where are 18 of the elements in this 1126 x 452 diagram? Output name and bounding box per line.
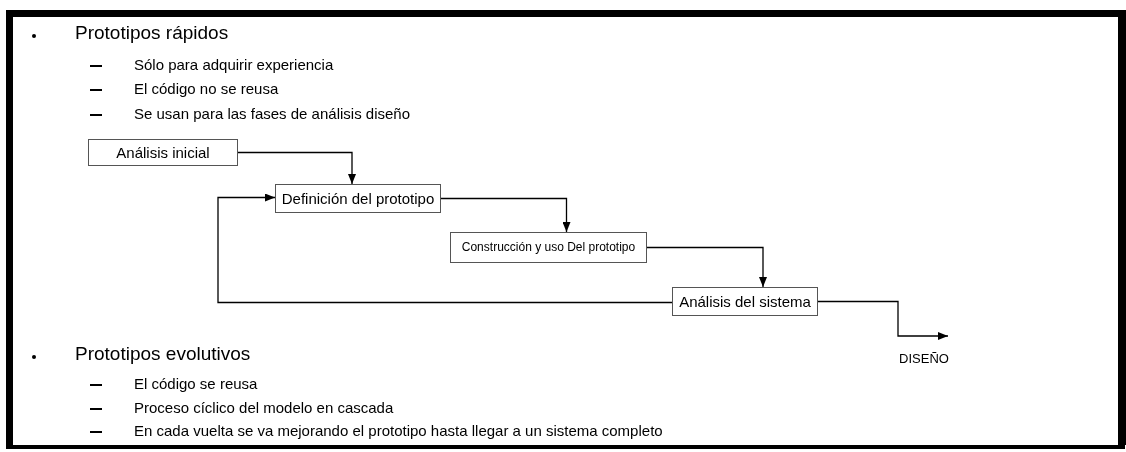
arrow [646,246,767,288]
arrow [217,193,673,304]
list-item: El código se reusa [134,375,258,392]
list-item: Proceso cíclico del modelo en cascada [134,399,394,416]
process-box: Análisis del sistema [672,287,818,316]
list-item: En cada vuelta se va mejorando el prototipo hasta llegar a un sistema completo [134,422,663,439]
arrow [440,197,571,233]
list-item: Sólo para adquirir experiencia [134,56,334,73]
heading: Prototipos evolutivos [75,343,251,365]
output-label: DISEÑO [886,336,962,366]
arrow [237,151,356,185]
list-item: Se usan para las fases de análisis diseño [134,105,410,122]
heading: Prototipos rápidos [75,22,229,44]
process-box: Construcción y uso Del prototipo [450,232,647,263]
arrow [817,300,949,340]
process-box: Definición del prototipo [275,184,441,213]
process-box: Análisis inicial [88,139,238,166]
list-item: El código no se reusa [134,80,279,97]
